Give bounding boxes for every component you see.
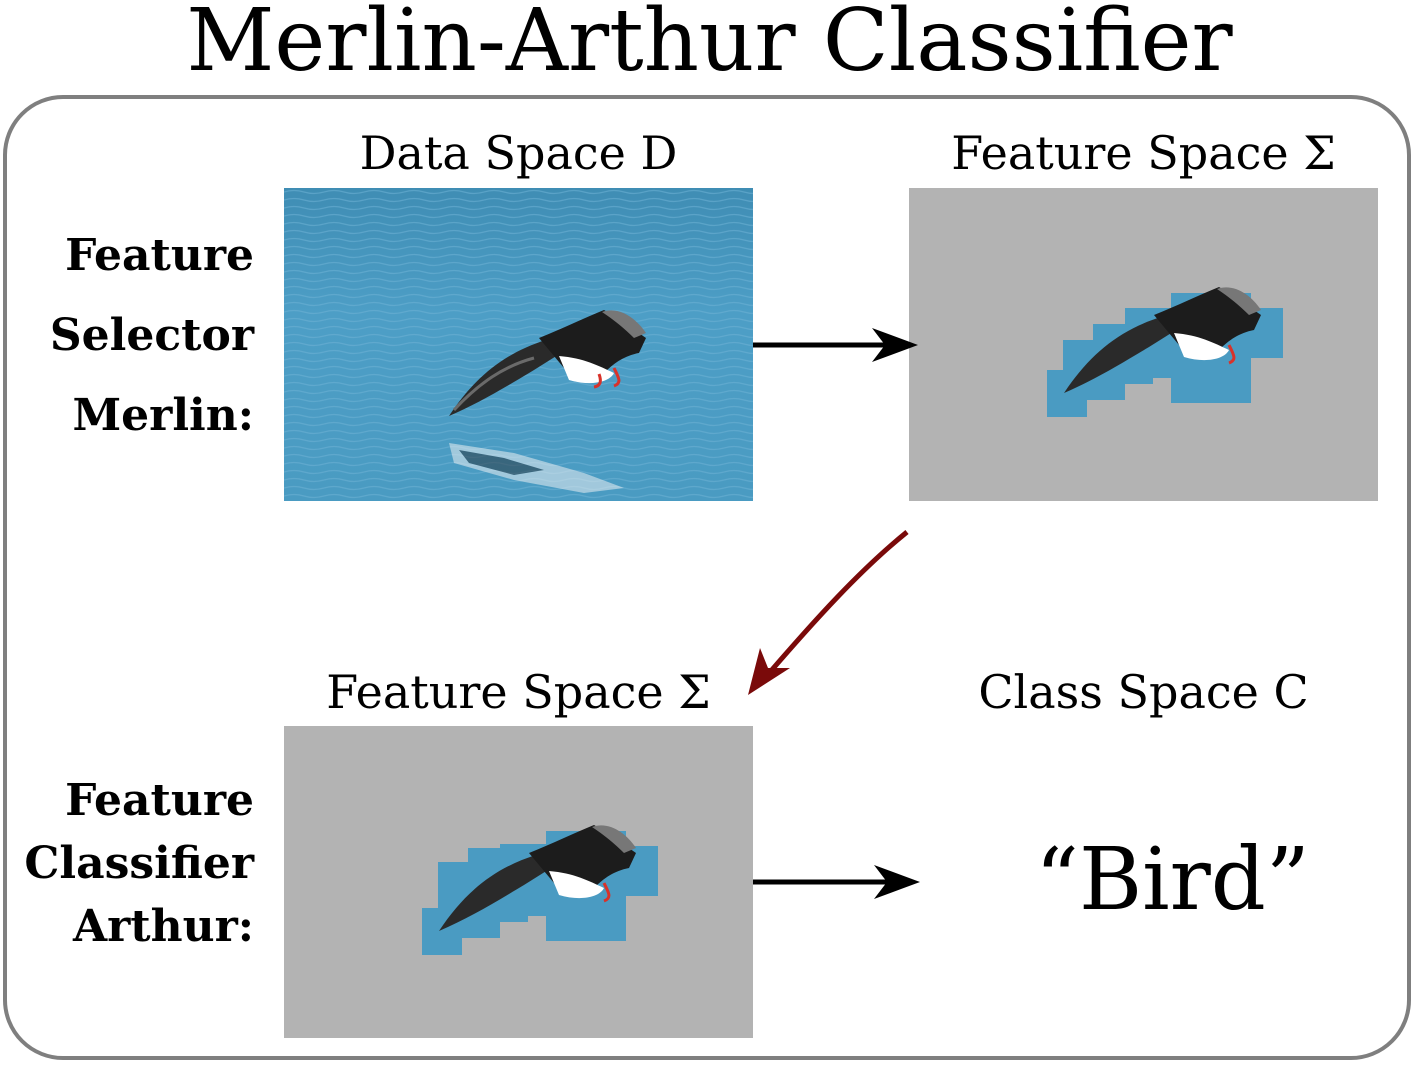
arthur-label-line2: Classifier (24, 838, 254, 889)
caption-feature-space-top-text: Feature Space Σ (951, 126, 1336, 180)
bird-photo-icon (284, 188, 753, 501)
arthur-label: Feature Classifier Arthur: (0, 775, 254, 975)
caption-data-space-text: Data Space D (359, 126, 678, 180)
diagram-title: Merlin-Arthur Classifier (186, 0, 1233, 91)
arrow-right-icon (753, 328, 918, 362)
caption-class-space-text: Class Space C (978, 665, 1309, 719)
feature-space-top-image (909, 188, 1378, 501)
caption-feature-space-bottom-text: Feature Space Σ (326, 665, 711, 719)
arthur-label-line1: Feature (65, 775, 254, 826)
merlin-label-line1: Feature (65, 230, 254, 281)
caption-feature-space-top: Feature Space Σ (909, 125, 1378, 181)
arrow-right-bottom-icon (753, 865, 920, 899)
class-output: “Bird” (1035, 830, 1310, 930)
arthur-label-line3: Arthur: (72, 901, 254, 952)
merlin-label-line3: Merlin: (72, 390, 254, 441)
caption-class-space: Class Space C (909, 664, 1378, 720)
merlin-label-line2: Selector (49, 310, 254, 361)
arrow-diagonal-down-left-icon (748, 530, 909, 695)
caption-data-space: Data Space D (284, 125, 753, 181)
data-space-image (284, 188, 753, 501)
masked-bird-icon (1047, 287, 1283, 417)
merlin-label: Feature Selector Merlin: (0, 230, 254, 450)
feature-space-bottom-image (284, 726, 753, 1038)
masked-bird-icon-bottom (422, 825, 658, 955)
diagram-frame (3, 95, 1411, 1060)
bird-shape-main (449, 310, 646, 416)
caption-feature-space-bottom: Feature Space Σ (284, 664, 753, 720)
